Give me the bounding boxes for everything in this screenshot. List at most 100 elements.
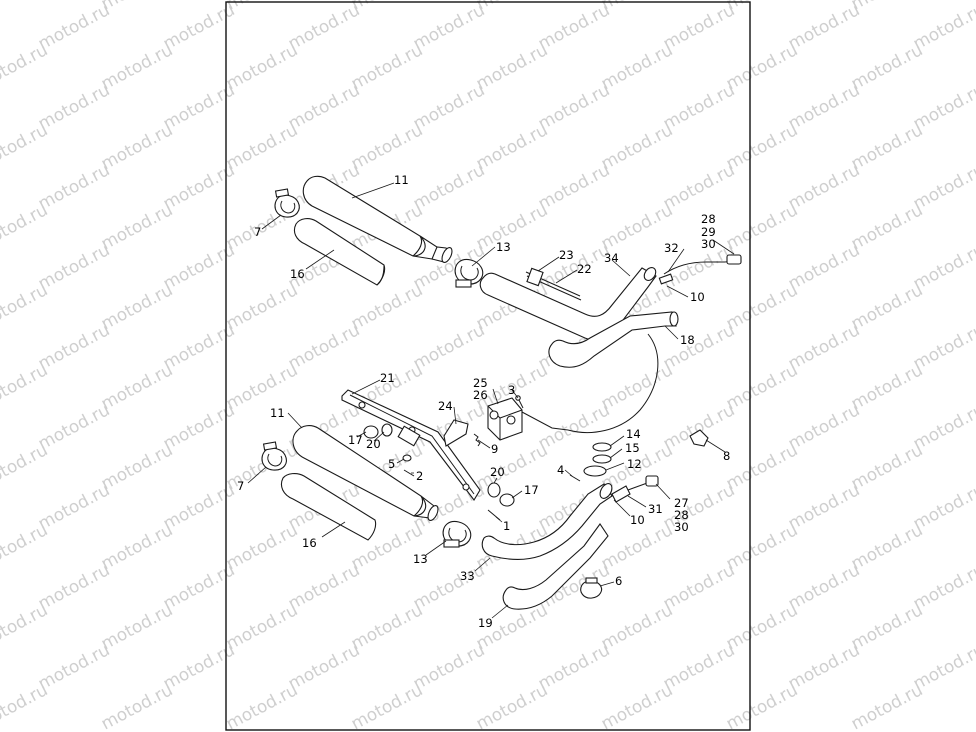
lower-clamp-7 xyxy=(261,447,287,471)
callout-24: 24 xyxy=(438,399,453,413)
upper-clamp-13-bolt xyxy=(455,279,472,288)
upper-o2-sensor xyxy=(658,273,674,285)
bracket-23 xyxy=(526,267,544,287)
leader-10a xyxy=(666,285,689,298)
upper-clamp-7-bolt xyxy=(274,188,290,198)
leader-22 xyxy=(555,269,578,284)
leader-3 xyxy=(511,389,519,399)
callout-2: 2 xyxy=(416,469,423,483)
lower-muffler-body xyxy=(292,425,424,517)
callout-26: 26 xyxy=(473,388,488,402)
leader-11b xyxy=(287,412,303,429)
leader-19 xyxy=(491,604,509,619)
callout-18: 18 xyxy=(680,333,695,347)
callout-28-upper: 28 xyxy=(701,212,716,226)
leader-15 xyxy=(609,448,623,459)
leader-13b xyxy=(425,540,447,556)
leader-27-28-30b xyxy=(655,483,671,500)
upper-clamp-7 xyxy=(274,194,300,218)
callout-17-right: 17 xyxy=(524,483,539,497)
callout-20-right: 20 xyxy=(490,465,505,479)
leader-32 xyxy=(667,248,685,273)
callout-3: 3 xyxy=(508,383,515,397)
callout-31: 31 xyxy=(648,502,663,516)
callout-13-upper: 13 xyxy=(496,240,511,254)
upper-clamp-7-inner xyxy=(280,200,296,214)
washer-20-left xyxy=(381,423,393,437)
upper-heat-shield-edge xyxy=(376,264,385,286)
bracket-tab xyxy=(397,425,421,447)
leader-18 xyxy=(664,325,679,340)
lower-o2-connector xyxy=(645,475,659,487)
callout-7-lower: 7 xyxy=(237,479,244,493)
leader-20b xyxy=(493,477,498,484)
actuator-cable xyxy=(521,411,569,431)
lower-clamp-7-inner xyxy=(267,453,283,467)
callout-34: 34 xyxy=(604,251,619,265)
leader-31 xyxy=(627,495,647,508)
leader-7b xyxy=(247,466,267,484)
callout-22: 22 xyxy=(577,262,592,276)
callout-25: 25 xyxy=(473,376,488,390)
bracket-hole-1 xyxy=(358,401,366,409)
rear-header-flange xyxy=(599,483,613,499)
leader-9 xyxy=(477,439,491,449)
upper-header-flange xyxy=(643,267,657,281)
callout-30-upper: 30 xyxy=(701,237,716,251)
leader-17a xyxy=(356,431,367,438)
exhaust-actuator-25 xyxy=(487,397,523,441)
gasket-14 xyxy=(592,442,612,452)
upper-header-pipe-34 xyxy=(479,267,657,341)
leader-25-26 xyxy=(492,388,499,405)
sensor-cable-loop xyxy=(567,333,659,433)
leader-13a xyxy=(471,246,496,267)
actuator-bracket-24 xyxy=(443,419,469,447)
leader-33 xyxy=(474,557,491,572)
leader-12 xyxy=(605,462,625,471)
bracket-and-valve-assembly xyxy=(341,389,569,521)
callout-11-lower: 11 xyxy=(270,406,285,420)
leader-4 xyxy=(564,469,573,477)
callout-32: 32 xyxy=(664,241,679,255)
upper-muffler-inlet xyxy=(441,247,453,263)
callout-11-upper: 11 xyxy=(394,173,409,187)
front-pipe-18 xyxy=(548,311,677,368)
lower-clamp-13-bolt xyxy=(443,539,460,548)
upper-heat-shield xyxy=(293,218,386,286)
leader-16b xyxy=(321,521,346,538)
front-pipe-flange xyxy=(669,311,679,327)
callout-27: 27 xyxy=(674,496,689,510)
callout-13-lower: 13 xyxy=(413,552,428,566)
leader-10b xyxy=(613,499,631,517)
leader-14 xyxy=(609,435,625,447)
bolt-2 xyxy=(403,469,415,477)
actuator-mount-1 xyxy=(489,410,499,420)
leader-11a xyxy=(351,182,395,199)
lower-muffler-outlet xyxy=(427,505,439,521)
callout-4: 4 xyxy=(557,463,564,477)
callout-17-left: 17 xyxy=(348,433,363,447)
bracket-hole-3 xyxy=(462,483,470,491)
leader-21 xyxy=(351,379,381,395)
callout-16-lower: 16 xyxy=(302,536,317,550)
callout-8: 8 xyxy=(723,449,730,463)
leader-6 xyxy=(599,581,615,587)
leader-20a xyxy=(373,431,385,442)
callout-33: 33 xyxy=(460,569,475,583)
actuator-mount-2 xyxy=(506,415,516,425)
leader-lines xyxy=(247,182,735,619)
callout-labels: 11 7 16 13 23 22 34 32 28 29 30 10 18 21… xyxy=(237,173,730,630)
callout-9: 9 xyxy=(491,442,498,456)
page-frame xyxy=(225,1,751,731)
callout-10-lower: 10 xyxy=(630,513,645,527)
leader-17b xyxy=(511,490,523,499)
nut-5 xyxy=(402,454,412,462)
callout-28-lower: 28 xyxy=(674,508,689,522)
callout-5: 5 xyxy=(388,457,395,471)
callout-30-lower: 30 xyxy=(674,520,689,534)
leader-16a xyxy=(305,249,335,270)
callout-14: 14 xyxy=(626,427,641,441)
leader-23 xyxy=(537,256,560,272)
